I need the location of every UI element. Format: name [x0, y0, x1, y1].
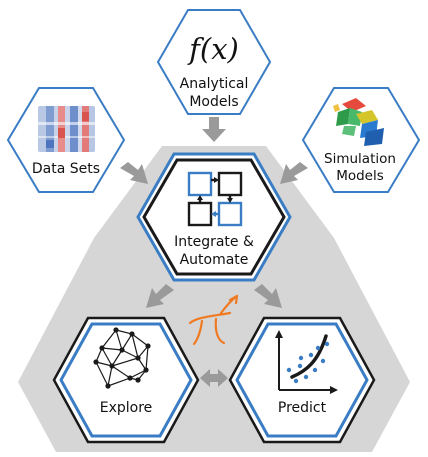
network-graph-icon	[93, 327, 151, 389]
integrate-label-line2: Automate	[180, 252, 249, 268]
arrow-explore-predict	[200, 369, 228, 387]
node-explore: Explore	[52, 316, 200, 444]
simulation-hexagon	[301, 87, 421, 193]
node-integrate-automate: Integrate & Automate	[136, 152, 292, 282]
explore-inner-hexagon	[59, 322, 193, 438]
predict-outer-hexagon	[228, 316, 376, 444]
explore-label: Explore	[100, 400, 153, 416]
3d-model-icon	[333, 98, 384, 146]
heatmap-icon	[38, 106, 95, 152]
integrate-label-line1: Integrate &	[174, 234, 254, 250]
arrow-simulation-to-integrate	[280, 162, 308, 184]
node-predict: Predict	[228, 316, 376, 444]
arrow-analytical-to-integrate	[202, 117, 226, 142]
analytical-label-line1: Analytical	[180, 76, 249, 92]
node-simulation-models: Simulation Models	[301, 87, 421, 193]
pi-symbol-icon	[188, 294, 239, 346]
simulation-label-line1: Simulation	[324, 151, 396, 167]
node-data-sets: Data Sets	[6, 87, 126, 193]
arrow-integrate-to-predict	[254, 284, 282, 308]
arrow-integrate-to-explore	[146, 284, 174, 308]
simulation-label-line2: Models	[336, 168, 384, 184]
predict-label: Predict	[278, 400, 327, 416]
arrow-datasets-to-integrate	[120, 162, 148, 184]
node-analytical-models: f(x) Analytical Models	[156, 9, 272, 115]
formula-fx-icon: f(x)	[187, 32, 239, 66]
integrate-outer-hexagon	[136, 152, 292, 282]
analytical-hexagon	[156, 9, 272, 115]
workflow-arrowheads	[197, 177, 233, 217]
integrate-inner-hexagon	[142, 158, 286, 276]
datasets-label: Data Sets	[32, 161, 100, 177]
predict-inner-hexagon	[235, 322, 369, 438]
scatter-fit-icon	[275, 330, 338, 394]
analytical-label-line2: Models	[189, 94, 238, 110]
